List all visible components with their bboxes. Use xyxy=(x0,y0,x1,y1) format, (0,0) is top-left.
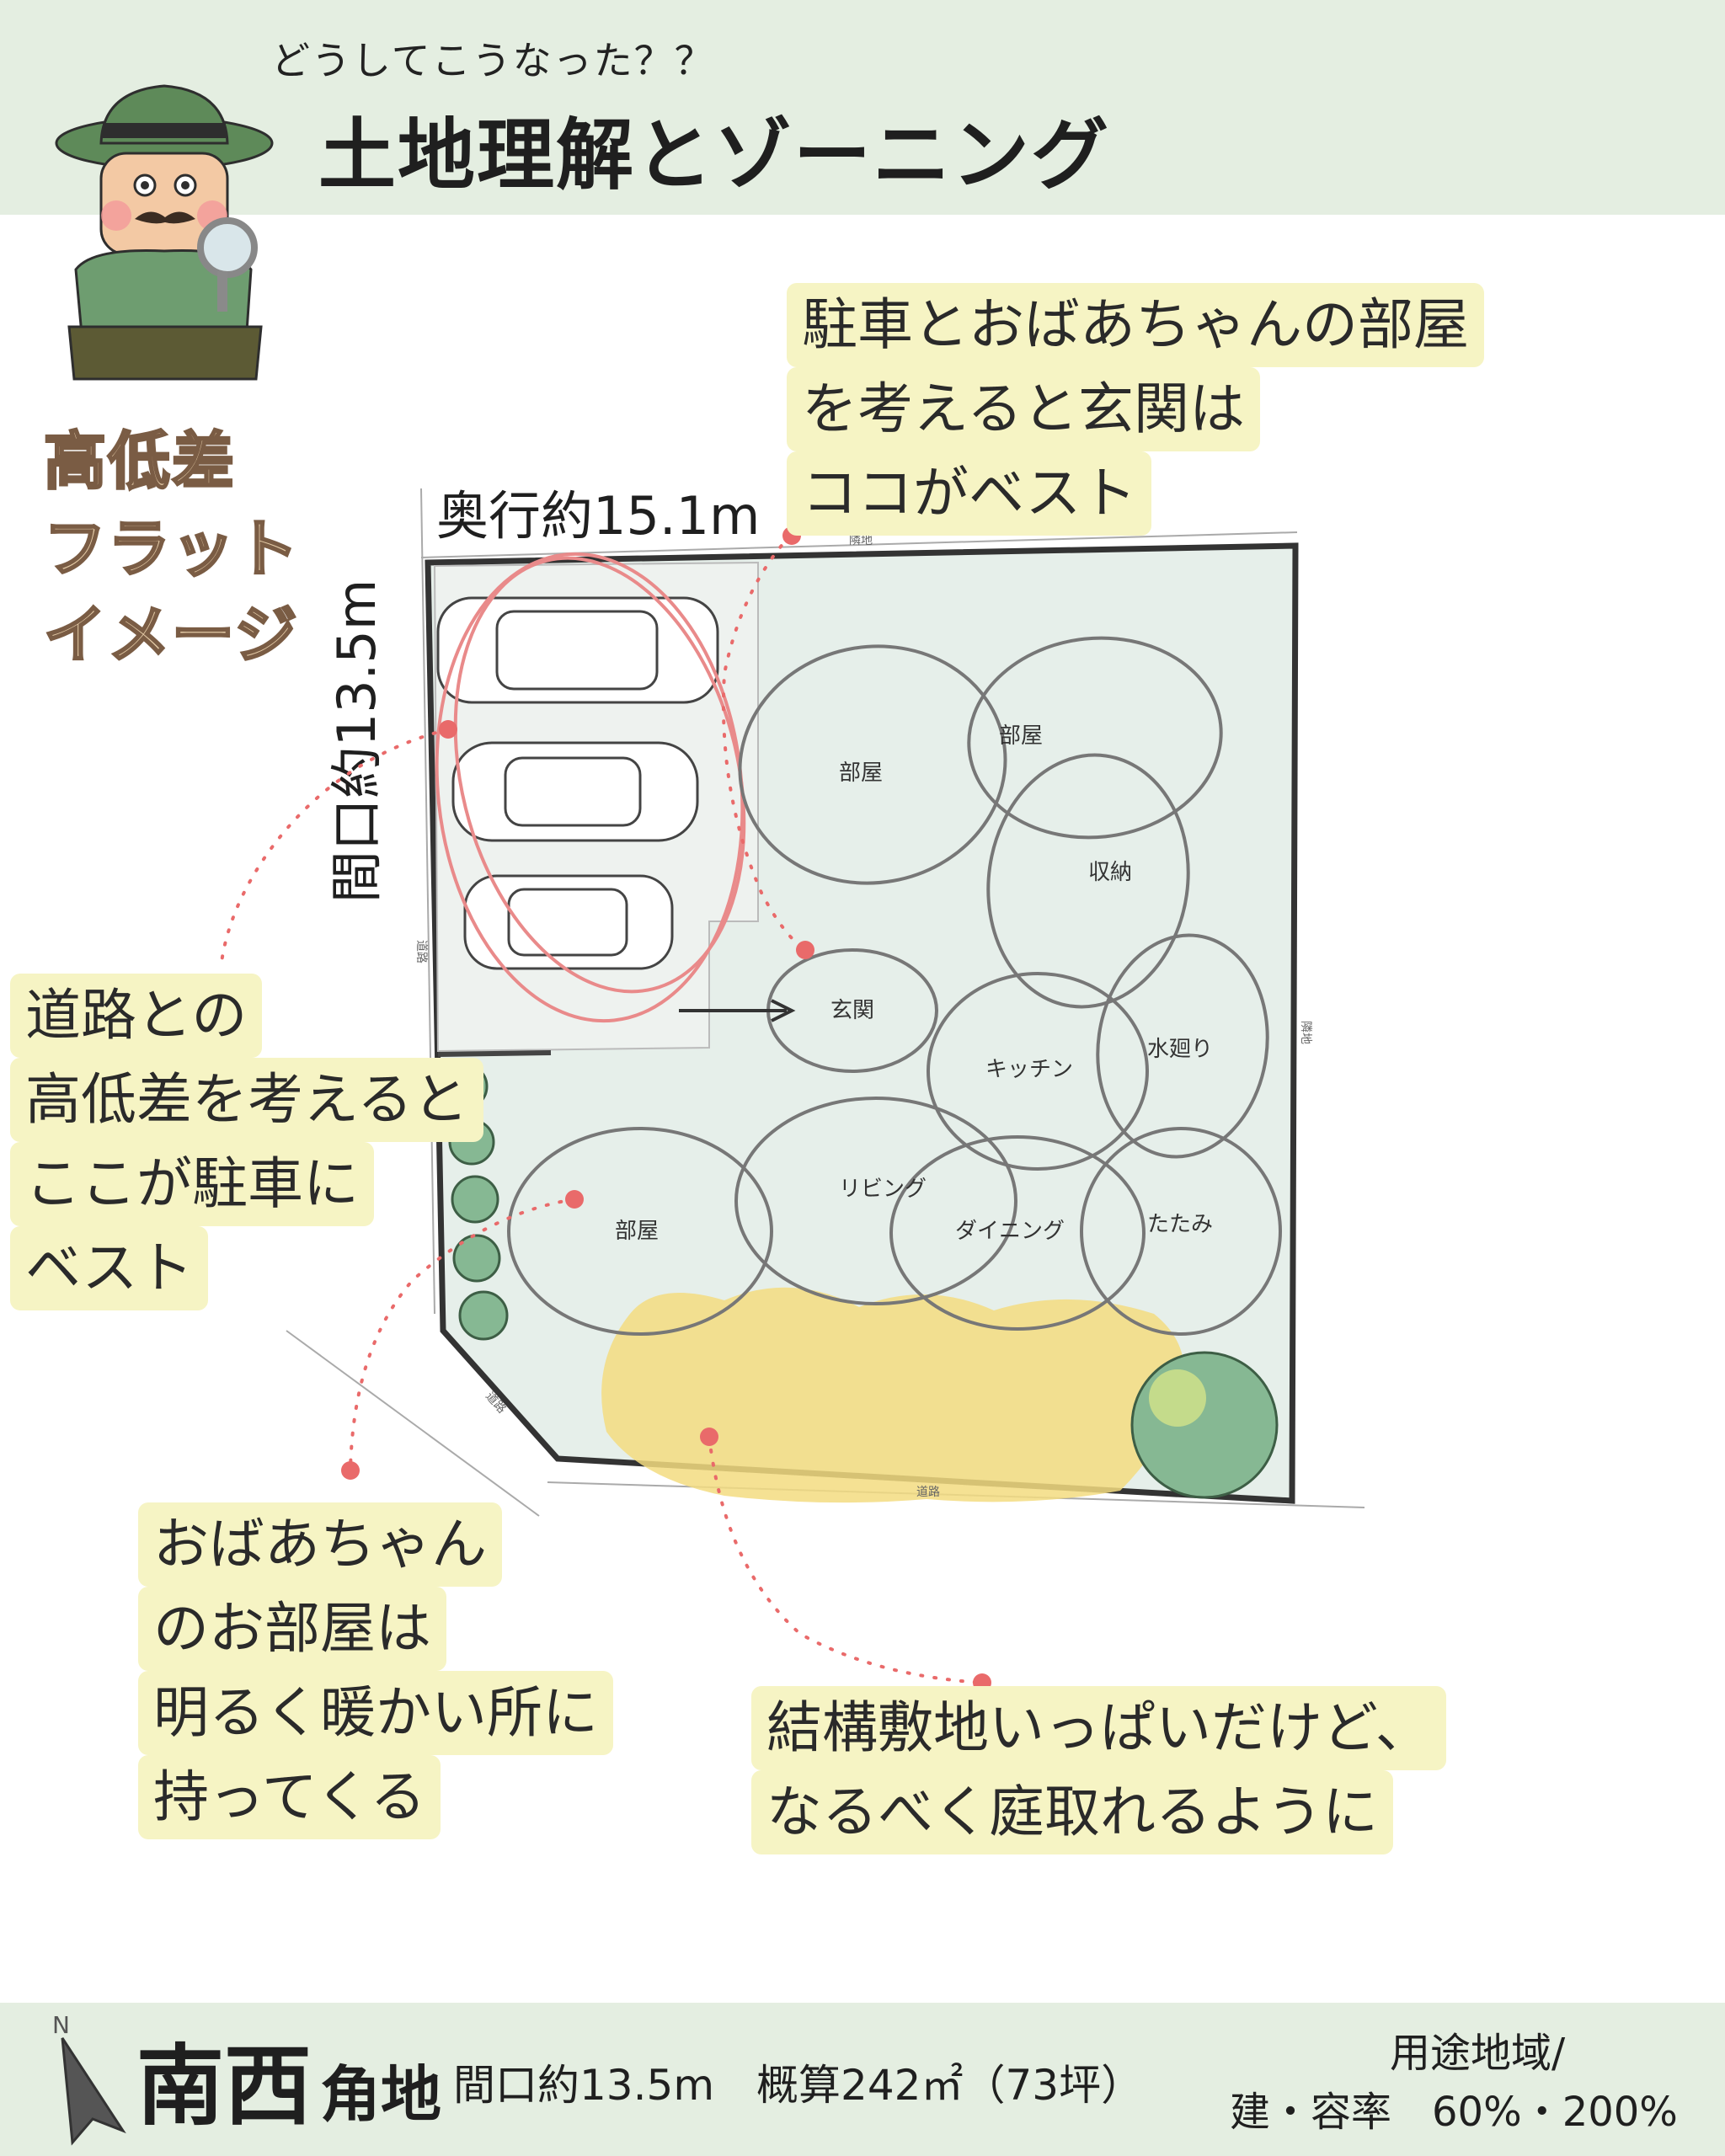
bubble-storage xyxy=(986,753,1190,1009)
callout-parking: 道路との 高低差を考えると ここが駐車に ベスト xyxy=(10,974,484,1310)
callout-entrance-line-1: 駐車とおばあちゃんの部屋 xyxy=(787,283,1484,367)
room-label-storage: 収納 xyxy=(1088,860,1132,885)
tag-elevation: 高低差 xyxy=(43,424,236,499)
callout-grandma-line-2: のお部屋は xyxy=(138,1587,446,1671)
parking-highlight-2 xyxy=(453,556,746,994)
callout-grandma-line-4: 持ってくる xyxy=(138,1755,441,1839)
callout-parking-line-1: 道路との xyxy=(10,974,263,1058)
dot-parking xyxy=(439,720,457,739)
room-label-entrance: 玄関 xyxy=(830,998,874,1023)
dot-grandma-room xyxy=(565,1190,584,1209)
edge-label-south: 道路 xyxy=(916,1486,940,1499)
header-band xyxy=(0,0,1725,215)
room-label-dining: ダイニング xyxy=(955,1219,1065,1244)
edge-label-north: 隣地 xyxy=(849,534,873,547)
bubble-kitchen xyxy=(927,972,1149,1171)
leader-grandma xyxy=(349,1198,576,1470)
road-line-west xyxy=(420,488,435,1315)
car-3 xyxy=(463,874,674,970)
edge-label-west: 道路 xyxy=(414,940,428,963)
room-label-living: リビング xyxy=(839,1177,927,1202)
callout-parking-line-2: 高低差を考えると xyxy=(10,1058,484,1142)
bubble-room-a xyxy=(738,644,1007,885)
bubble-living xyxy=(734,1097,1017,1305)
car-1 xyxy=(436,596,719,704)
magnifier-handle xyxy=(217,271,227,312)
shrub-3 xyxy=(451,1175,499,1224)
bubble-tatami xyxy=(1080,1127,1282,1336)
cheek-left xyxy=(101,200,131,231)
room-label-kitchen: キッチン xyxy=(985,1057,1073,1082)
footer-zoning-values: 建・容率 60%・200% xyxy=(1230,2089,1678,2136)
callout-entrance-line-2: を考えると玄関は xyxy=(787,367,1261,451)
garden-area xyxy=(601,1287,1184,1503)
legs xyxy=(67,325,263,381)
compass-arrow-icon xyxy=(61,2037,126,2146)
car-2 xyxy=(451,741,699,842)
callout-grandma-line-1: おばあちゃん xyxy=(138,1502,502,1587)
compass-north-label: N xyxy=(52,2011,70,2039)
callout-grandma-line-3: 明るく暖かい所に xyxy=(138,1671,613,1755)
leader-entrance xyxy=(721,534,807,952)
room-label-tatami: たたみ xyxy=(1147,1212,1213,1237)
edge-label-east: 隣地 xyxy=(1299,1021,1312,1044)
bubble-water xyxy=(1096,933,1269,1159)
parking-edge xyxy=(437,1050,552,1057)
dot-grandma-callout xyxy=(341,1461,360,1480)
room-label-water: 水廻り xyxy=(1147,1037,1213,1062)
room-label-b: 部屋 xyxy=(999,723,1043,749)
bubble-room-b xyxy=(967,636,1223,840)
road-line-diagonal xyxy=(286,1330,540,1517)
depth-dimension: 奥行約15.1m xyxy=(436,485,761,547)
callout-garden: 結構敷地いっぱいだけど、 なるべく庭取れるように xyxy=(751,1686,1446,1854)
footer-orientation: 南西 xyxy=(136,2035,312,2137)
leader-parking xyxy=(219,728,450,970)
dot-entrance-end xyxy=(796,941,814,959)
room-label-a: 部屋 xyxy=(839,760,883,786)
detective-illustration xyxy=(55,84,274,381)
footer-summary: 間口約13.5m 概算242㎡（73坪） xyxy=(453,2061,1144,2110)
callout-grandma: おばあちゃん のお部屋は 明るく暖かい所に 持ってくる xyxy=(138,1502,613,1839)
callout-parking-line-4: ベスト xyxy=(10,1226,209,1310)
callout-garden-line-2: なるべく庭取れるように xyxy=(751,1770,1393,1854)
bubble-dining xyxy=(889,1135,1146,1331)
page-title: 土地理解とゾーニング xyxy=(318,110,1111,200)
dot-garden xyxy=(700,1428,718,1446)
tag-flat: フラット xyxy=(43,512,300,587)
garden-tree xyxy=(1130,1351,1279,1499)
page-subtitle: どうしてこうなった？？ xyxy=(271,38,715,83)
footer-zoning-label: 用途地域/ xyxy=(1390,2030,1566,2077)
footer-band xyxy=(0,2003,1725,2156)
bubble-room-c xyxy=(507,1127,773,1336)
room-label-c: 部屋 xyxy=(615,1219,659,1244)
callout-entrance-line-3: ココがベスト xyxy=(787,451,1152,536)
callout-parking-line-3: ここが駐車に xyxy=(10,1142,374,1226)
shrub-5 xyxy=(458,1290,509,1341)
shrub-4 xyxy=(452,1234,501,1283)
callout-entrance: 駐車とおばあちゃんの部屋 を考えると玄関は ココがベスト xyxy=(787,283,1484,536)
tag-image: イメージ xyxy=(43,598,299,673)
footer-lot-type: 角地 xyxy=(320,2059,442,2130)
callout-garden-line-1: 結構敷地いっぱいだけど、 xyxy=(751,1686,1446,1770)
mustache xyxy=(135,211,195,224)
hat-band xyxy=(103,123,226,138)
